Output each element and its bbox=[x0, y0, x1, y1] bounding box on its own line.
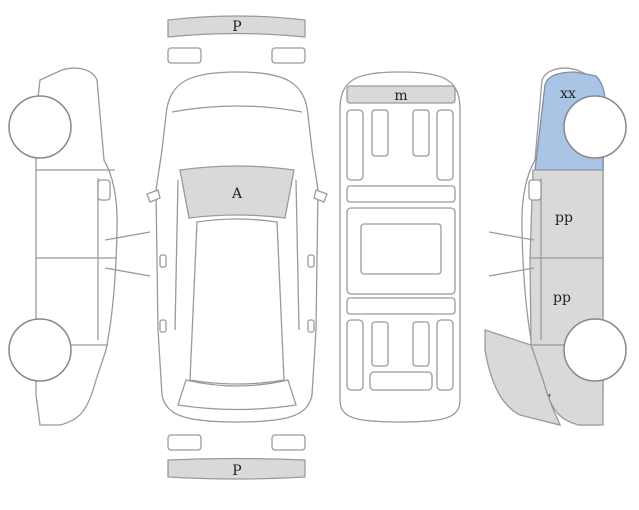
under-frame-right-front bbox=[436, 109, 454, 181]
under-frame-left-front bbox=[346, 109, 364, 181]
underside-roof-panel bbox=[346, 85, 456, 104]
left-side-step bbox=[104, 231, 151, 277]
under-arm-right-rear bbox=[412, 321, 430, 367]
left-side-mirror bbox=[97, 179, 111, 201]
top-left-pillar bbox=[174, 179, 179, 331]
under-frame-right-rear bbox=[436, 319, 454, 391]
rear-left-light bbox=[167, 434, 202, 451]
under-arm-right-front bbox=[412, 109, 430, 157]
top-roof-outline bbox=[189, 218, 285, 385]
top-hood-line bbox=[171, 105, 303, 113]
rear-right-light bbox=[271, 434, 306, 451]
right-front-wheel bbox=[563, 95, 627, 159]
under-arm-left-rear bbox=[371, 321, 389, 367]
under-frame-left-rear bbox=[346, 319, 364, 391]
left-front-wheel bbox=[8, 95, 72, 159]
under-floor-inner bbox=[360, 223, 442, 275]
right-side-lower-sill bbox=[484, 329, 562, 426]
top-left-mirror bbox=[146, 189, 161, 203]
top-right-handle-1 bbox=[307, 254, 315, 268]
front-bumper-mark: P bbox=[232, 19, 241, 35]
front-right-light bbox=[271, 47, 306, 64]
top-right-mirror bbox=[313, 189, 328, 203]
front-left-light bbox=[167, 47, 202, 64]
rear-bumper-mark: P bbox=[232, 463, 241, 479]
top-right-pillar bbox=[295, 179, 300, 331]
right-side-mirror bbox=[528, 179, 542, 201]
top-view: P A P bbox=[146, 15, 328, 480]
right-front-fender-mark: xx bbox=[560, 86, 576, 102]
front-bumper-panel bbox=[167, 15, 306, 38]
top-left-handle-1 bbox=[159, 254, 167, 268]
under-rear-tank bbox=[369, 371, 433, 391]
left-side-view bbox=[8, 67, 151, 426]
windshield-panel bbox=[179, 165, 295, 219]
under-arm-left-front bbox=[371, 109, 389, 157]
top-left-handle-2 bbox=[159, 319, 167, 333]
top-body bbox=[155, 71, 319, 423]
rear-bumper-panel bbox=[167, 457, 306, 480]
right-side-step bbox=[488, 231, 535, 277]
right-front-door-mark: pp bbox=[555, 210, 573, 226]
under-crossmember-rear bbox=[346, 297, 456, 315]
under-crossmember-front bbox=[346, 185, 456, 203]
right-rear-door-mark: pp bbox=[553, 290, 571, 306]
underside-view: m bbox=[339, 71, 461, 423]
top-right-handle-2 bbox=[307, 319, 315, 333]
windshield-mark: A bbox=[231, 186, 243, 202]
right-side-view: xx pp pp w bbox=[484, 67, 627, 426]
right-rear-wheel bbox=[563, 318, 627, 382]
underside-roof-mark: m bbox=[394, 88, 407, 104]
top-rear-glass bbox=[177, 379, 297, 411]
left-rear-wheel bbox=[8, 318, 72, 382]
